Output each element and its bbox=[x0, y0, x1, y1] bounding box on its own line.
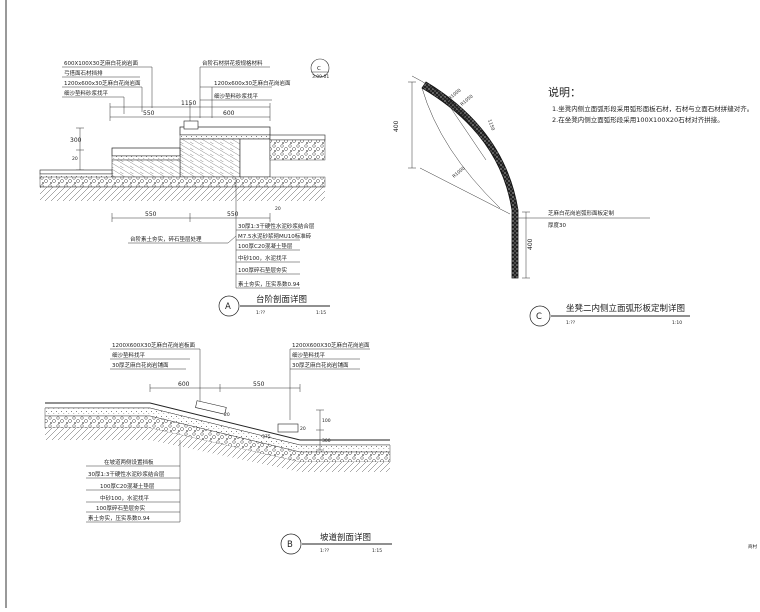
a-layer-5: 100厚碎石垫层夯实 bbox=[238, 266, 287, 274]
b-scale-left: 1:?? bbox=[320, 548, 330, 554]
a-callout-7: 细沙垫料砂浆找平 bbox=[214, 92, 259, 100]
a-dim-top-total: 1150 bbox=[181, 100, 196, 107]
b-layer-4: 中砂100，水泥找平 bbox=[100, 494, 149, 502]
a-ref-circle bbox=[310, 58, 330, 78]
a-layer-3: 100厚C20混凝土垫层 bbox=[238, 242, 293, 250]
b-layer-3: 100厚C20混凝土垫层 bbox=[100, 482, 155, 490]
a-callout-3: 1200x600x30芝麻白花岗岩面 bbox=[64, 79, 141, 87]
c-scale-right: 1:10 bbox=[672, 320, 682, 326]
a-dim-bottom-2: 550 bbox=[227, 211, 239, 218]
b-dim-3: 20 bbox=[224, 412, 230, 418]
a-layer-4: 中砂100，水泥找平 bbox=[238, 254, 287, 262]
b-title: 坡道剖面详图 bbox=[320, 532, 371, 543]
sheet-mark: 商村 bbox=[748, 543, 757, 550]
a-ref-tag: C bbox=[317, 66, 321, 72]
b-dim-1: 600 bbox=[178, 381, 190, 388]
a-dim-side-2: 20 bbox=[72, 156, 78, 162]
detail-c-section: R1000 R1050 R1000 1150 400 400 说明： 1.坐凳内… bbox=[393, 75, 753, 327]
c-callout: 芝麻白花岗岩弧形面板定制 bbox=[548, 209, 615, 217]
a-layer-6: 素土夯实，压实系数0.94 bbox=[238, 280, 300, 288]
b-layer-2: 30厚1:3干硬性水泥砂浆结合层 bbox=[88, 470, 165, 478]
b-callout-2: 细沙垫料找平 bbox=[112, 351, 146, 359]
c-tag: C bbox=[536, 312, 542, 322]
b-callout-5: 细沙垫料找平 bbox=[292, 351, 326, 359]
a-ref-sub: 3.09.01 bbox=[312, 74, 329, 80]
a-scale-left: 1:?? bbox=[256, 310, 266, 316]
c-dim-r2: R1050 bbox=[459, 93, 474, 107]
b-tag-circle bbox=[280, 533, 302, 555]
b-callout-4: 1200X600X30芝麻白花岗岩面 bbox=[292, 341, 370, 349]
a-title: 台阶剖面详图 bbox=[256, 294, 307, 305]
c-dim-len: 1150 bbox=[486, 119, 496, 132]
b-layer-6: 素土夯实，压实系数0.94 bbox=[88, 514, 150, 522]
b-dim-5: 375 bbox=[262, 434, 271, 440]
b-dim-4: 20 bbox=[300, 426, 306, 432]
a-dim-top-2: 600 bbox=[223, 110, 235, 117]
b-scale-right: 1:15 bbox=[372, 548, 382, 554]
b-callout-1: 1200X600X30芝麻白花岗岩板面 bbox=[112, 341, 196, 349]
a-callout-5: 台阶石材拼花按规格材料 bbox=[202, 59, 263, 67]
c-note-1: 1.坐凳内侧立面弧形段采用弧形面板石材，石材与立面石材拼缝对齐。 bbox=[552, 104, 753, 113]
c-tag-circle bbox=[529, 305, 551, 327]
a-callout-4: 细沙垫料砂浆找平 bbox=[64, 89, 109, 97]
a-dim-side-1: 300 bbox=[70, 137, 82, 144]
a-note-left: 台阶素土夯实，碎石垫层处理 bbox=[130, 235, 202, 243]
a-callout-6: 1200x600x30芝麻白花岗岩面 bbox=[214, 79, 291, 87]
b-dim-2: 550 bbox=[253, 381, 265, 388]
c-note-heading: 说明： bbox=[548, 85, 581, 99]
a-dim-bottom-1: 550 bbox=[145, 211, 157, 218]
c-title: 坐凳二内侧立面弧形板定制详图 bbox=[566, 303, 685, 314]
b-tag: B bbox=[287, 540, 293, 550]
c-dim-left: 400 bbox=[393, 120, 400, 132]
a-layer-1: 30厚1:3干硬性水泥砂浆结合层 bbox=[238, 222, 315, 230]
b-callout-6: 30厚芝麻白花岗岩铺面 bbox=[292, 361, 349, 369]
a-scale-right: 1:15 bbox=[316, 310, 326, 316]
b-layer-5: 100厚碎石垫层夯实 bbox=[96, 504, 145, 512]
c-dim-r3: R1000 bbox=[451, 165, 466, 179]
detail-b-section: 1200X600X30芝麻白花岗岩板面 细沙垫料找平 30厚芝麻白花岗岩铺面 1… bbox=[44, 341, 392, 555]
a-layer-2: M7.5水泥砂浆砌MU10标准砖 bbox=[238, 232, 312, 240]
c-curved-panel bbox=[421, 81, 519, 279]
a-tag-circle bbox=[218, 295, 240, 317]
a-callout-2: 弓搭面石材挡排 bbox=[64, 69, 103, 77]
c-dim-r1: R1000 bbox=[447, 87, 462, 101]
a-dim-top-1: 550 bbox=[143, 110, 155, 117]
a-tag: A bbox=[225, 302, 231, 312]
a-callout-1: 600X100X30芝麻白花岗岩面 bbox=[64, 59, 139, 67]
b-layer-1: 在坡道两侧设置挡板 bbox=[104, 458, 154, 466]
a-dim-side-3: 20 bbox=[275, 206, 281, 212]
b-dim-6: 100 bbox=[322, 418, 331, 424]
c-scale-left: 1:?? bbox=[566, 320, 576, 326]
c-dim-right: 400 bbox=[527, 238, 534, 250]
c-callout-sub: 厚度30 bbox=[548, 221, 566, 229]
c-note-2: 2.在坐凳内侧立面弧形段采用100X100X20石材对齐拼接。 bbox=[552, 115, 724, 124]
b-callout-3: 30厚芝麻白花岗岩铺面 bbox=[112, 361, 169, 369]
detail-a-section: 600X100X30芝麻白花岗岩面 弓搭面石材挡排 1200x600x30芝麻白… bbox=[39, 58, 330, 317]
b-dim-7: 300 bbox=[322, 438, 331, 444]
